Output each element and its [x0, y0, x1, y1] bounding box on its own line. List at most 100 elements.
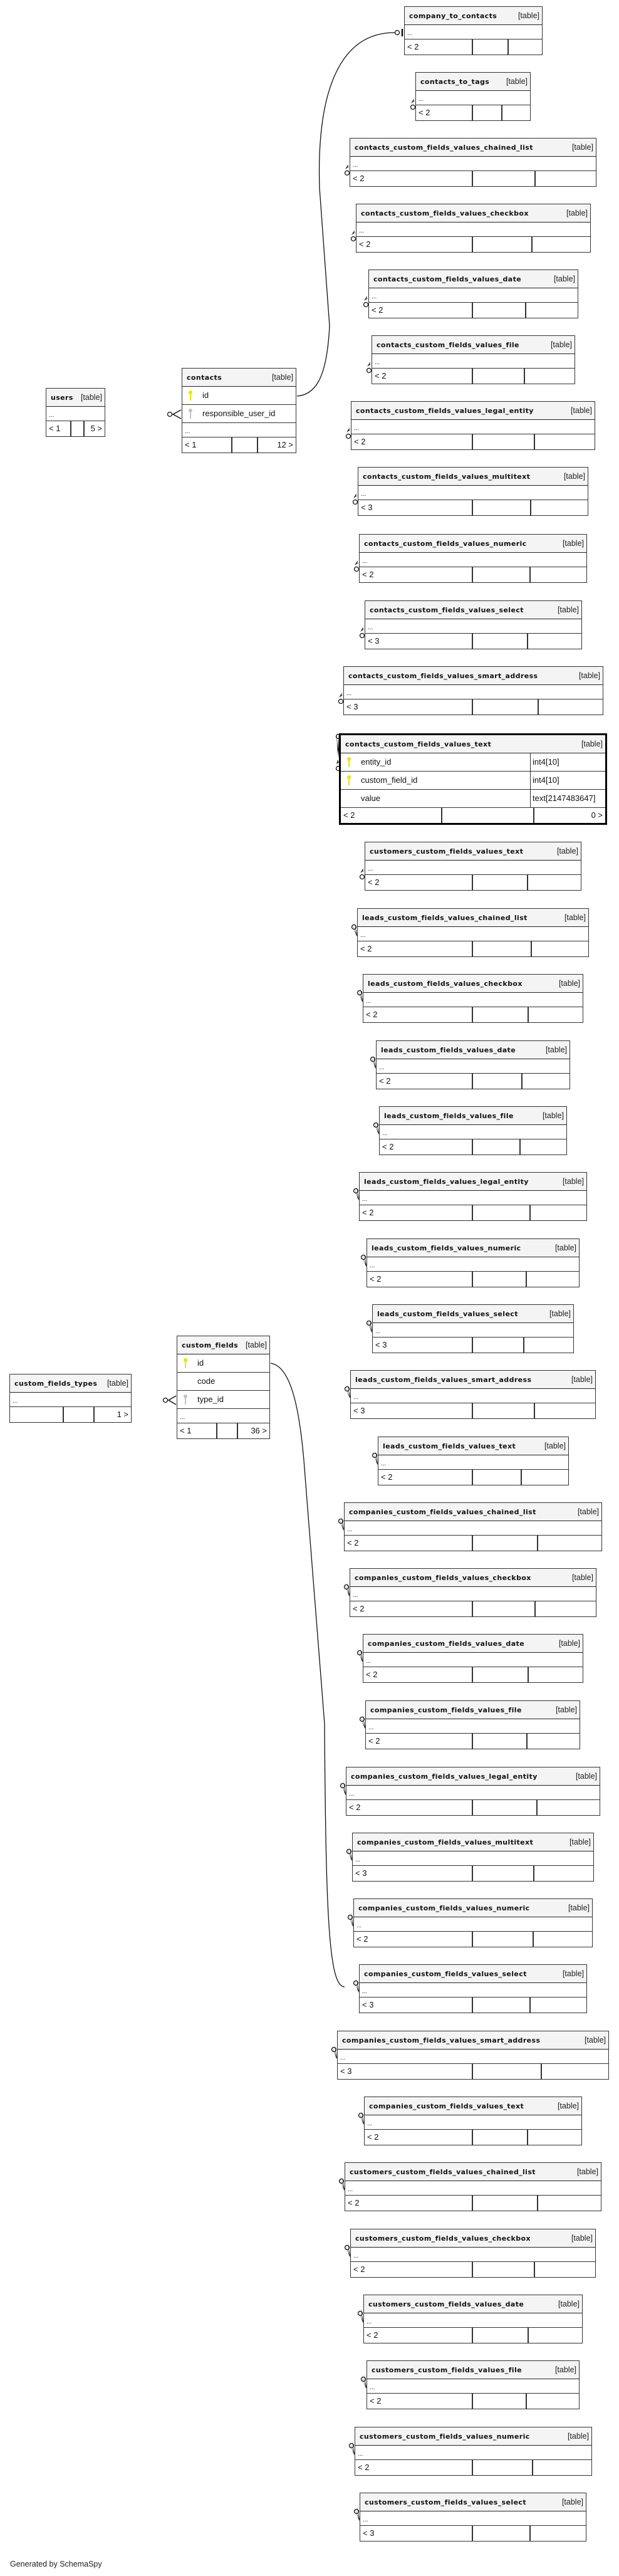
children-count[interactable] [531, 941, 588, 956]
table-leads-custom-fields-values-legal-entity[interactable]: leads_custom_fields_values_legal_entity … [359, 1172, 587, 1221]
more-columns-row[interactable]: ... [356, 223, 590, 237]
children-count[interactable] [528, 875, 581, 890]
children-count[interactable]: 1 > [117, 1410, 128, 1419]
children-count[interactable] [534, 1866, 593, 1881]
table-companies-custom-fields-values-checkbox[interactable]: companies_custom_fields_values_checkbox … [350, 1568, 596, 1617]
children-count[interactable]: 5 > [90, 424, 102, 433]
children-count[interactable] [534, 1403, 595, 1418]
more-columns-row[interactable]: ... [367, 2379, 579, 2394]
table-company-to-contacts[interactable]: company_to_contacts [table]... < 2 [404, 6, 543, 55]
children-count[interactable] [526, 1272, 579, 1287]
table-companies-custom-fields-values-text[interactable]: companies_custom_fields_values_text [tab… [364, 2097, 582, 2145]
column-row[interactable]: code [177, 1373, 269, 1391]
parents-count[interactable]: < 1 [49, 424, 61, 433]
table-contacts-custom-fields-values-smart-address[interactable]: contacts_custom_fields_values_smart_addr… [343, 666, 603, 715]
column-row[interactable]: type_id [177, 1391, 269, 1409]
more-columns-row[interactable]: ... [372, 354, 575, 369]
more-columns-row[interactable]: ... [373, 1323, 573, 1338]
table-companies-custom-fields-values-smart-address[interactable]: companies_custom_fields_values_smart_add… [337, 2031, 609, 2080]
children-count[interactable] [528, 634, 581, 649]
parents-count[interactable]: < 2 [362, 1208, 374, 1217]
more-columns-row[interactable]: ... [358, 486, 588, 500]
more-columns-row[interactable]: ... [380, 1125, 566, 1139]
parents-count[interactable]: < 2 [358, 2463, 370, 2472]
table-customers-custom-fields-values-select[interactable]: customers_custom_fields_values_select [t… [360, 2493, 586, 2542]
table-companies-custom-fields-values-date[interactable]: companies_custom_fields_values_date [tab… [363, 1634, 583, 1683]
parents-count[interactable]: < 2 [353, 1604, 365, 1613]
table-companies-custom-fields-values-select[interactable]: companies_custom_fields_values_select [t… [359, 1964, 587, 2013]
parents-count[interactable]: < 2 [359, 239, 371, 249]
children-count[interactable] [528, 2130, 581, 2145]
children-count[interactable] [541, 2064, 608, 2079]
column-row[interactable]: responsible_user_id [182, 405, 296, 423]
table-contacts-custom-fields-values-select[interactable]: contacts_custom_fields_values_select [ta… [365, 600, 582, 649]
children-count[interactable] [535, 171, 596, 186]
more-columns-row[interactable]: ... [365, 619, 581, 634]
more-columns-row[interactable]: ... [354, 1917, 592, 1932]
children-count[interactable] [538, 699, 603, 715]
table-contacts-to-tags[interactable]: contacts_to_tags [table]... < 2 [415, 72, 531, 121]
children-count[interactable] [528, 1007, 583, 1022]
more-columns-row[interactable]: ... [360, 2511, 586, 2526]
table-contacts-custom-fields-values-date[interactable]: contacts_custom_fields_values_date [tabl… [368, 270, 578, 318]
more-columns-row[interactable]: ... [351, 1389, 595, 1403]
table-leads-custom-fields-values-numeric[interactable]: leads_custom_fields_values_numeric [tabl… [367, 1238, 580, 1287]
table-customers-custom-fields-values-checkbox[interactable]: customers_custom_fields_values_checkbox … [350, 2229, 596, 2278]
table-contacts-custom-fields-values-chained-list[interactable]: contacts_custom_fields_values_chained_li… [350, 138, 596, 187]
children-count[interactable] [528, 1667, 583, 1682]
table-leads-custom-fields-values-chained-list[interactable]: leads_custom_fields_values_chained_list … [357, 908, 589, 957]
parents-count[interactable]: < 2 [370, 1274, 382, 1284]
table-leads-custom-fields-values-date[interactable]: leads_custom_fields_values_date [table].… [376, 1040, 570, 1089]
more-columns-row[interactable]: ... [353, 1851, 593, 1866]
parents-count[interactable]: < 2 [367, 2330, 378, 2340]
parents-count[interactable]: < 3 [363, 2528, 375, 2538]
parents-count[interactable]: < 3 [355, 1868, 367, 1878]
children-count[interactable] [527, 1734, 580, 1749]
more-columns-row[interactable]: ... [360, 1983, 586, 1997]
children-count[interactable] [534, 2262, 595, 2277]
table-leads-custom-fields-values-text[interactable]: leads_custom_fields_values_text [table].… [378, 1437, 569, 1485]
more-columns-row[interactable]: ... [182, 423, 296, 437]
more-columns-row[interactable]: ... [177, 1409, 269, 1423]
table-contacts-custom-fields-values-numeric[interactable]: contacts_custom_fields_values_numeric [t… [359, 534, 587, 583]
parents-count[interactable]: < 3 [340, 2066, 352, 2076]
children-count[interactable] [524, 1338, 573, 1353]
more-columns-row[interactable]: ... [377, 1059, 570, 1074]
children-count[interactable] [508, 39, 542, 55]
parents-count[interactable]: < 2 [362, 570, 374, 579]
children-count[interactable] [538, 2196, 601, 2211]
children-count[interactable] [521, 1470, 568, 1485]
parents-count[interactable]: < 3 [346, 702, 358, 711]
parents-count[interactable]: < 2 [348, 2198, 360, 2207]
table-companies-custom-fields-values-chained-list[interactable]: companies_custom_fields_values_chained_l… [344, 1502, 602, 1551]
column-row[interactable]: id [177, 1354, 269, 1373]
children-count[interactable] [502, 105, 530, 120]
children-count[interactable] [538, 1536, 601, 1551]
table-customers-custom-fields-values-text[interactable]: customers_custom_fields_values_text [tab… [365, 842, 581, 891]
table-contacts-custom-fields-values-text[interactable]: contacts_custom_fields_values_text [tabl… [339, 733, 607, 825]
more-columns-row[interactable]: ... [416, 91, 530, 105]
children-count[interactable]: 12 > [277, 440, 293, 449]
more-columns-row[interactable]: ... [350, 1587, 596, 1601]
parents-count[interactable]: < 2 [375, 371, 387, 380]
more-columns-row[interactable]: ... [350, 157, 596, 171]
more-columns-row[interactable]: ... [358, 927, 588, 941]
parents-count[interactable]: < 2 [367, 2132, 379, 2142]
parents-count[interactable]: < 2 [353, 2264, 365, 2274]
more-columns-row[interactable]: ... [363, 1653, 583, 1667]
parents-count[interactable]: < 2 [354, 437, 366, 446]
parents-count[interactable]: < 2 [379, 1076, 391, 1086]
more-columns-row[interactable]: ... [365, 2115, 581, 2130]
more-columns-row[interactable]: ... [360, 1191, 586, 1205]
more-columns-row[interactable]: ... [366, 1719, 580, 1734]
more-columns-row[interactable]: ... [351, 420, 595, 434]
table-leads-custom-fields-values-select[interactable]: leads_custom_fields_values_select [table… [372, 1304, 574, 1353]
table-leads-custom-fields-values-smart-address[interactable]: leads_custom_fields_values_smart_address… [350, 1370, 596, 1419]
more-columns-row[interactable]: ... [10, 1393, 131, 1407]
children-count[interactable] [520, 1139, 566, 1154]
table-contacts-custom-fields-values-multitext[interactable]: contacts_custom_fields_values_multitext … [358, 467, 588, 516]
parents-count[interactable]: < 1 [180, 1426, 192, 1435]
more-columns-row[interactable]: ... [46, 407, 105, 421]
